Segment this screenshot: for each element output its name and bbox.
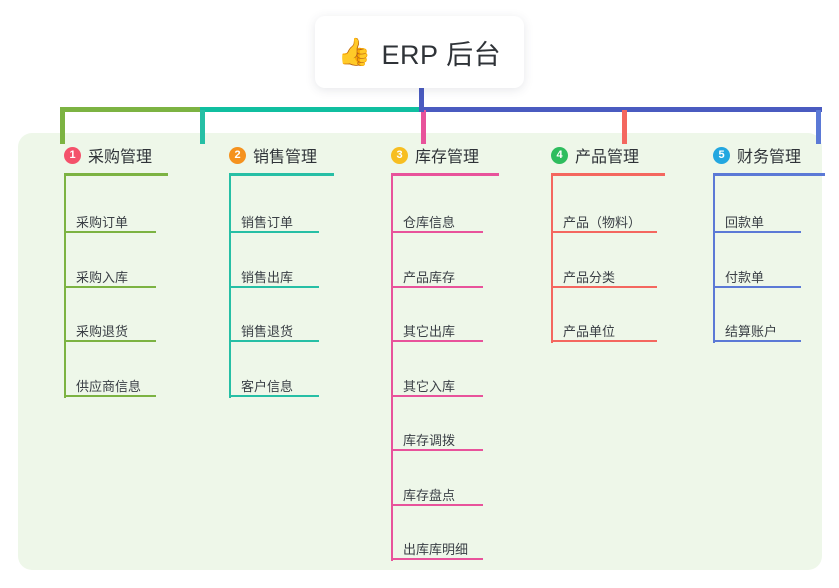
- branch-title: 产品管理: [575, 149, 640, 166]
- leaf-node-label[interactable]: 供应商信息: [76, 378, 142, 394]
- leaf-node-label[interactable]: 销售退货: [241, 324, 294, 339]
- branch-title: 库存管理: [415, 149, 480, 166]
- branch-stem: [391, 176, 393, 561]
- root-node-card[interactable]: 👍 ERP 后台: [315, 16, 524, 88]
- branch-header-销售管理[interactable]: 2 销售管理: [207, 140, 317, 170]
- branch-index-badge: 1: [64, 146, 81, 164]
- leaf-node-underline: [551, 231, 657, 233]
- leaf-node-label[interactable]: 仓库信息: [403, 215, 456, 230]
- branch-column-采购管理: 1 采购管理采购订单采购入库采购退货供应商信息: [42, 140, 168, 398]
- drop-connector-财务管理: [816, 110, 821, 144]
- leaf-node-label[interactable]: 采购订单: [76, 215, 129, 230]
- drop-connector-库存管理: [421, 110, 426, 144]
- branch-column-库存管理: 3 库存管理仓库信息产品库存其它出库其它入库库存调拨库存盘点出库库明细: [369, 140, 499, 561]
- drop-connector-产品管理: [622, 110, 627, 144]
- branch-title: 财务管理: [737, 149, 802, 166]
- root-node-title: ERP 后台: [381, 39, 502, 70]
- leaf-node-underline: [64, 285, 156, 288]
- leaf-node-underline: [229, 394, 319, 397]
- branch-header-underline: [391, 173, 499, 176]
- drop-connector-采购管理: [60, 110, 65, 144]
- root-vertical-connector: [419, 86, 424, 112]
- branch-header-underline: [713, 173, 825, 176]
- leaf-node-underline: [391, 340, 483, 342]
- leaf-node-underline: [713, 340, 801, 342]
- leaf-node-underline: [391, 394, 483, 397]
- leaf-node-label[interactable]: 其它入库: [403, 378, 456, 394]
- leaf-node-label[interactable]: 结算账户: [725, 324, 778, 339]
- leaf-node-label[interactable]: 产品单位: [563, 324, 616, 339]
- drop-connector-销售管理: [200, 110, 205, 144]
- leaf-node-label[interactable]: 销售出库: [241, 269, 294, 285]
- thumbs-up-icon: 👍: [337, 36, 372, 67]
- branch-index-badge: 2: [229, 146, 246, 164]
- leaf-node-underline: [391, 449, 483, 451]
- leaf-node-underline: [391, 231, 483, 233]
- leaf-node-label[interactable]: 库存盘点: [403, 487, 456, 503]
- branch-column-销售管理: 2 销售管理销售订单销售出库销售退货客户信息: [207, 140, 334, 398]
- branch-index-badge: 3: [391, 146, 408, 164]
- leaf-node-underline: [229, 231, 319, 233]
- branch-header-库存管理[interactable]: 3 库存管理: [369, 140, 479, 170]
- leaf-node-label[interactable]: 采购退货: [76, 324, 129, 339]
- leaf-node-underline: [229, 340, 319, 342]
- branch-stem: [713, 176, 715, 343]
- leaf-node-underline: [229, 285, 319, 288]
- leaf-node-underline: [551, 340, 657, 342]
- horizontal-bar-segment-3: [421, 107, 822, 112]
- leaf-node-label[interactable]: 产品库存: [403, 269, 456, 285]
- branch-header-underline: [229, 173, 334, 176]
- branch-header-产品管理[interactable]: 4 产品管理: [529, 140, 639, 170]
- diagram-panel: [18, 133, 822, 570]
- branch-header-underline: [551, 173, 665, 176]
- horizontal-bar-segment-2: [200, 107, 421, 112]
- branch-column-产品管理: 4 产品管理产品（物料） 产品分类产品单位: [529, 140, 665, 343]
- branch-title: 采购管理: [88, 149, 153, 166]
- leaf-node-label[interactable]: 产品（物料）: [563, 215, 642, 230]
- leaf-node-underline: [64, 231, 156, 233]
- leaf-node-label[interactable]: 采购入库: [76, 269, 129, 285]
- leaf-node-label[interactable]: 库存调拨: [403, 433, 456, 448]
- leaf-node-label[interactable]: 出库库明细: [403, 542, 469, 557]
- branch-column-财务管理: 5 财务管理回款单付款单结算账户: [691, 140, 825, 343]
- leaf-node-underline: [64, 340, 156, 342]
- leaf-node-underline: [551, 285, 657, 288]
- leaf-node-label[interactable]: 其它出库: [403, 324, 456, 339]
- leaf-node-underline: [713, 285, 801, 288]
- leaf-node-label[interactable]: 销售订单: [241, 215, 294, 230]
- leaf-node-underline: [391, 558, 483, 560]
- branch-header-采购管理[interactable]: 1 采购管理: [42, 140, 152, 170]
- branch-title: 销售管理: [253, 149, 318, 166]
- branch-header-财务管理[interactable]: 5 财务管理: [691, 140, 801, 170]
- branch-header-underline: [64, 173, 168, 176]
- leaf-node-label[interactable]: 付款单: [725, 269, 765, 285]
- leaf-node-underline: [64, 394, 156, 397]
- leaf-node-underline: [713, 231, 801, 233]
- horizontal-bar-segment-1: [60, 107, 200, 112]
- leaf-node-label[interactable]: 客户信息: [241, 378, 294, 394]
- branch-index-badge: 4: [551, 146, 568, 164]
- branch-index-badge: 5: [713, 146, 730, 164]
- leaf-node-label[interactable]: 产品分类: [563, 269, 616, 285]
- branch-stem: [551, 176, 553, 343]
- leaf-node-label[interactable]: 回款单: [725, 215, 765, 230]
- leaf-node-underline: [391, 285, 483, 288]
- leaf-node-underline: [391, 503, 483, 506]
